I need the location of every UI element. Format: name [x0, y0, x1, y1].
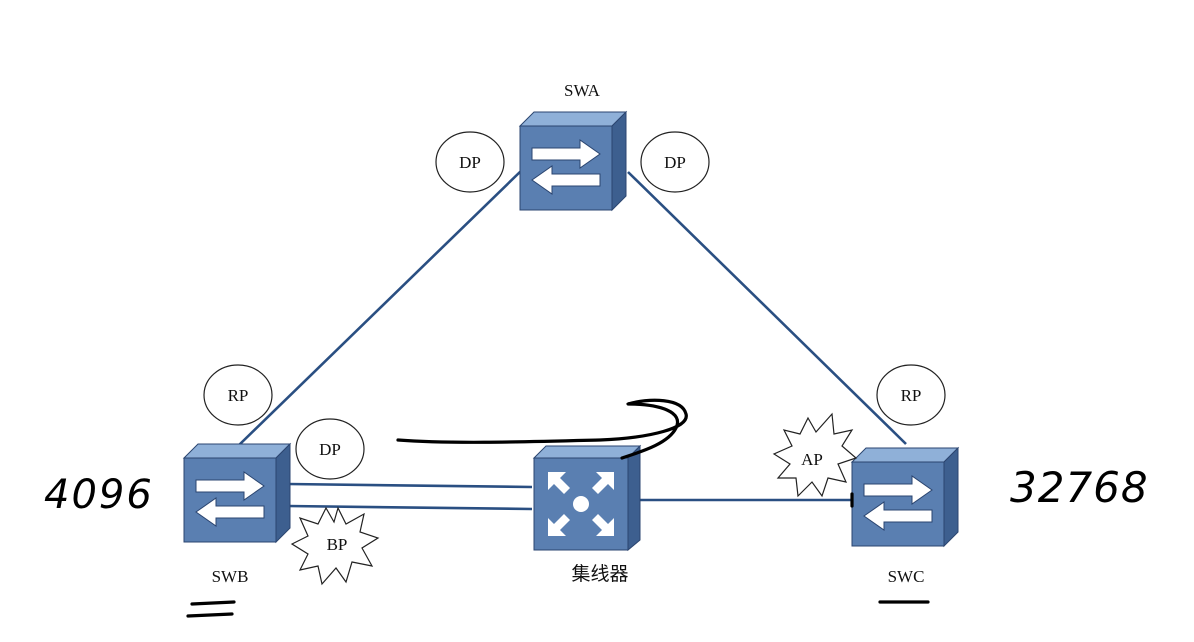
- svg-text:BP: BP: [327, 535, 348, 554]
- svg-text:AP: AP: [801, 450, 823, 469]
- swc-label: SWC: [888, 567, 925, 586]
- switch-swc[interactable]: [851, 447, 959, 547]
- port-role-swa-right: DP: [640, 131, 710, 193]
- handwritten-annotations: 4096 32768: [44, 398, 1149, 618]
- svg-text:RP: RP: [228, 386, 249, 405]
- hand-underline-swb: [186, 600, 236, 618]
- switch-swb[interactable]: [183, 443, 291, 543]
- svg-text:DP: DP: [459, 153, 481, 172]
- svg-text:DP: DP: [319, 440, 341, 459]
- switch-icon: [183, 443, 291, 543]
- port-role-swb-dp: DP: [295, 418, 365, 480]
- hand-stroke-long: [396, 398, 688, 460]
- switch-icon: [851, 447, 959, 547]
- port-role-swb-bp: BP: [290, 506, 380, 586]
- link-swb-hub-upper: [287, 482, 533, 489]
- svg-text:DP: DP: [664, 153, 686, 172]
- hand-note-swc-priority: 32768: [1010, 463, 1149, 512]
- port-role-swc-rp: RP: [876, 364, 946, 426]
- port-role-swa-left: DP: [435, 131, 505, 193]
- hub-label: 集线器: [571, 563, 628, 585]
- switch-swa[interactable]: [519, 111, 627, 211]
- swa-label: SWA: [564, 81, 601, 100]
- network-links: [237, 169, 907, 511]
- port-role-swc-ap: AP: [772, 412, 858, 498]
- swb-label: SWB: [212, 567, 249, 586]
- link-swa-swb: [237, 169, 523, 447]
- link-swb-hub-lower: [287, 504, 533, 511]
- hub-device[interactable]: [532, 444, 642, 552]
- port-role-swb-rp: RP: [203, 364, 273, 426]
- svg-text:RP: RP: [901, 386, 922, 405]
- hand-note-swb-priority: 4096: [44, 472, 154, 518]
- switch-icon: [519, 111, 627, 211]
- link-swa-swc: [627, 171, 907, 445]
- hub-icon: [532, 444, 642, 552]
